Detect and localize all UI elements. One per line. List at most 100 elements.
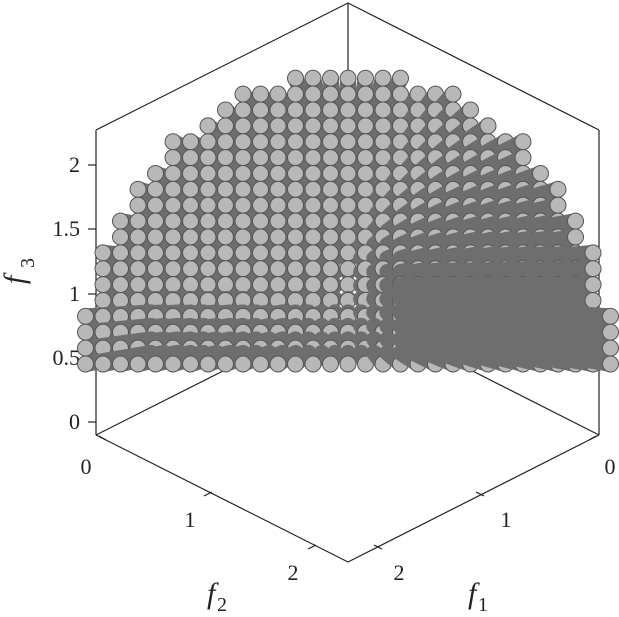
pareto-point: [304, 133, 322, 151]
pareto-point: [199, 149, 217, 167]
pareto-point: [199, 117, 217, 135]
pareto-point: [252, 180, 269, 198]
f3-tick-label: 1.5: [53, 216, 81, 241]
pareto-point: [199, 276, 217, 294]
pareto-point: [322, 85, 339, 103]
pareto-point: [287, 244, 304, 262]
pareto-point: [147, 165, 164, 182]
f2-axis-label: f 2: [207, 577, 227, 616]
point-depth-trail: [523, 276, 601, 294]
pareto-point: [584, 244, 602, 262]
pareto-point: [602, 307, 619, 325]
pareto-point: [252, 276, 269, 294]
pareto-point: [339, 69, 357, 87]
pareto-point: [164, 355, 182, 373]
f2-tick: [203, 491, 213, 497]
pareto-point: [112, 228, 129, 246]
pareto-point: [287, 260, 304, 278]
f1-axis-label: f 1: [468, 577, 488, 616]
pareto-point: [269, 85, 287, 103]
pareto-point: [304, 212, 322, 230]
pareto-point: [287, 133, 304, 151]
pareto-point: [304, 355, 322, 373]
floor-front-edges: [95, 434, 600, 563]
pareto-point: [322, 355, 339, 373]
pareto-point: [147, 355, 164, 373]
f3-axis: 2 1.5 1 0.5 0 f 3: [0, 152, 96, 434]
pareto-point: [112, 244, 129, 262]
pareto-point: [129, 212, 147, 230]
pareto-point: [129, 196, 147, 214]
pareto-point: [217, 355, 234, 373]
pareto-point: [269, 244, 287, 262]
pareto-point: [217, 133, 234, 151]
pareto-point: [304, 69, 322, 87]
pareto-point: [182, 228, 199, 246]
pareto-point: [304, 101, 322, 119]
pareto-point: [339, 133, 357, 151]
pareto-point: [287, 355, 304, 373]
pareto-point: [112, 212, 129, 230]
pareto-point: [217, 276, 234, 294]
pareto-point: [322, 165, 339, 182]
f3-tick-label: 2: [69, 152, 80, 177]
pareto-point: [357, 101, 374, 119]
pareto-point: [147, 260, 164, 278]
pareto-point: [567, 212, 584, 230]
pareto-point: [304, 244, 322, 262]
pareto-point: [357, 165, 374, 182]
pareto-point: [182, 196, 199, 214]
pareto-point: [112, 355, 129, 373]
pareto-point: [147, 276, 164, 294]
pareto-point: [252, 117, 269, 135]
pareto-point: [94, 276, 112, 294]
pareto-point: [164, 180, 182, 198]
pareto-point: [234, 228, 252, 246]
pareto-point: [164, 276, 182, 294]
pareto-point: [147, 180, 164, 198]
pareto-point: [549, 180, 567, 198]
pareto-point: [287, 117, 304, 135]
pareto-point: [182, 355, 199, 373]
pareto-point: [339, 180, 357, 198]
pareto-point: [322, 180, 339, 198]
pareto-point: [217, 180, 234, 198]
pareto-point: [287, 276, 304, 294]
pareto-point: [234, 85, 252, 103]
pareto-point: [304, 260, 322, 278]
pareto-point: [164, 165, 182, 182]
pareto-point: [304, 196, 322, 214]
point-depth-trail: [536, 331, 619, 357]
pareto-point: [252, 228, 269, 246]
pareto-point: [112, 276, 129, 294]
pareto-point: [252, 196, 269, 214]
svg-text:1: 1: [478, 594, 488, 616]
pareto-point: [304, 180, 322, 198]
pareto-point: [269, 180, 287, 198]
pareto-point: [199, 260, 217, 278]
pareto-point: [269, 101, 287, 119]
pareto-point: [322, 228, 339, 246]
f3-tick-label: 1: [69, 281, 80, 306]
point-depth-trail: [536, 317, 619, 341]
pareto-point: [199, 165, 217, 182]
pareto-point: [322, 260, 339, 278]
pareto-point: [269, 260, 287, 278]
pareto-point: [182, 276, 199, 294]
pareto-point: [304, 149, 322, 167]
pareto-point: [287, 69, 304, 87]
pareto-point: [217, 196, 234, 214]
pareto-point: [304, 85, 322, 103]
pareto-point: [129, 180, 147, 198]
pareto-point: [339, 165, 357, 182]
pareto-point: [182, 180, 199, 198]
pareto-point: [217, 117, 234, 135]
pareto-point: [339, 196, 357, 214]
pareto-point: [357, 69, 374, 87]
pareto-point: [304, 276, 322, 294]
pareto-point: [217, 165, 234, 182]
pareto-point: [322, 69, 339, 87]
pareto-point: [199, 196, 217, 214]
pareto-point: [269, 133, 287, 151]
pareto-point: [164, 212, 182, 230]
